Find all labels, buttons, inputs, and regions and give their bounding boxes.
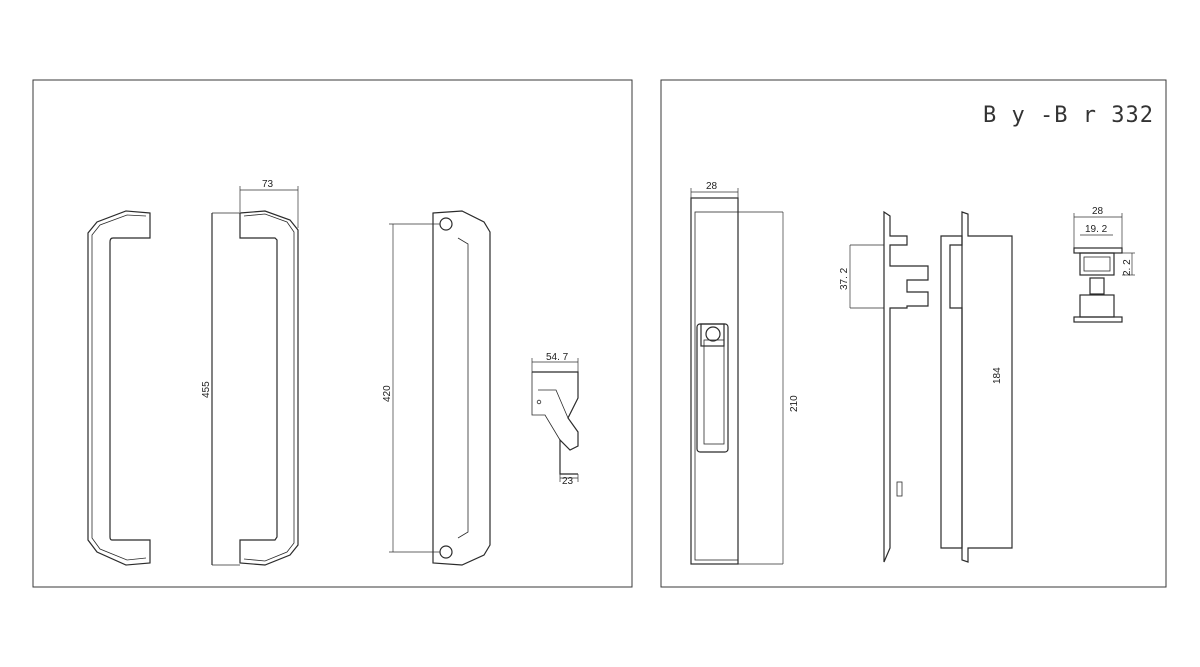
- dim-top-28-label: 28: [1092, 206, 1104, 217]
- dim-73-label: 73: [262, 179, 274, 190]
- left-panel-frame: [32, 79, 633, 588]
- dim-455-label: 455: [201, 381, 212, 398]
- dim-37-2-label: 37. 2: [839, 267, 850, 290]
- dim-23-label: 23: [562, 476, 574, 487]
- right-panel-frame: [660, 79, 1167, 588]
- handle-side-view: [211, 186, 299, 566]
- model-title: B y -B r 332: [983, 103, 1154, 128]
- dim-19-2-label: 19. 2: [1085, 224, 1108, 235]
- mounting-hole-top: [439, 217, 453, 231]
- dim-420-label: 420: [382, 385, 393, 402]
- dim-184-label: 184: [992, 367, 1003, 384]
- dim-210-label: 210: [789, 395, 800, 412]
- mounting-hole-bottom: [439, 545, 453, 559]
- back-plate-view: [389, 210, 491, 566]
- latch-detail-view: [1073, 213, 1135, 323]
- dim-54-7-label: 54. 7: [546, 352, 569, 363]
- handle-profile-view: [531, 358, 579, 482]
- dim-28-label: 28: [706, 181, 718, 192]
- dim-2-2-label: 2. 2: [1122, 259, 1133, 276]
- mortise-side-view: [940, 211, 1013, 563]
- handle-front-view: [87, 210, 151, 566]
- lock-side-view: [849, 210, 929, 563]
- lock-plate-front-view: [690, 188, 784, 565]
